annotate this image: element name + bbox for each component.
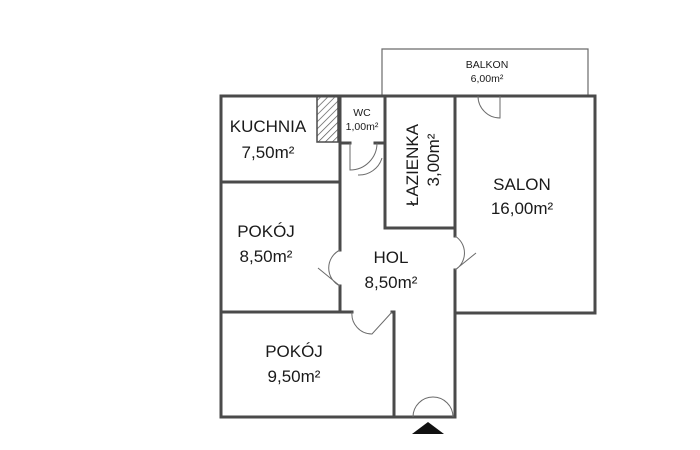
hol-name: HOL	[374, 248, 409, 267]
balcony-outline	[381, 48, 589, 97]
door-swings	[317, 95, 501, 418]
pokoj1-area: 8,50m²	[240, 247, 293, 266]
pokoj2-area: 9,50m²	[268, 367, 321, 386]
kuchnia-area: 7,50m²	[242, 143, 295, 162]
balkon-area: 6,00m²	[471, 73, 504, 85]
wc-name: WC	[353, 107, 371, 119]
balkon-name: BALKON	[466, 59, 509, 71]
chimney-hatch-icon	[316, 95, 339, 143]
lazienka-name: ŁAZIENKA	[403, 123, 422, 206]
kuchnia-name: KUCHNIA	[230, 117, 307, 136]
salon-name: SALON	[493, 175, 551, 194]
lazienka-area: 3,00m²	[424, 133, 443, 186]
interior-walls	[219, 94, 457, 419]
salon-area: 16,00m²	[491, 199, 554, 218]
hol-area: 8,50m²	[365, 273, 418, 292]
pokoj2-name: POKÓJ	[265, 342, 323, 361]
wc-area: 1,00m²	[346, 121, 379, 133]
pokoj1-name: POKÓJ	[237, 222, 295, 241]
entrance-triangle-icon	[412, 422, 444, 434]
